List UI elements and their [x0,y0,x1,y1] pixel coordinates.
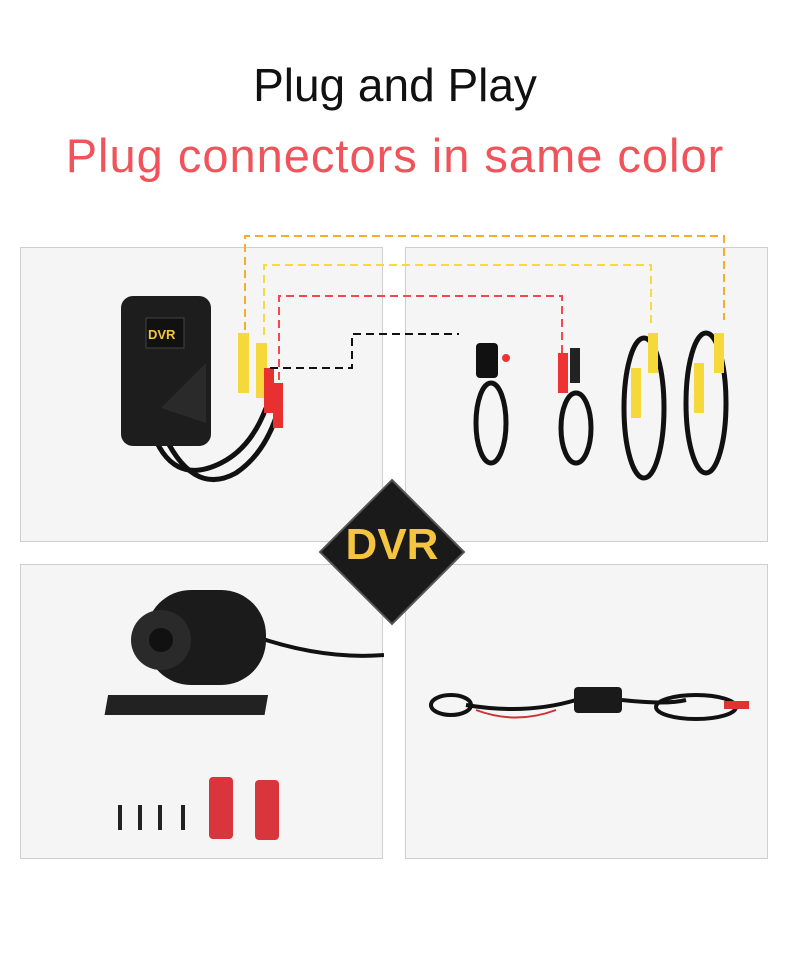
dvr-unit-image: DVR [121,296,283,483]
accessory-cables-image [473,330,729,481]
yellow-connector-line [263,264,652,335]
page-subtitle: Plug connectors in same color [65,129,725,182]
dvr-badge-icon [318,478,466,626]
hardwire-cable-image [429,687,749,721]
panel-hardwire-cable [405,564,768,859]
camera-kit-image [104,590,385,840]
page-title: Plug and Play [253,59,537,111]
orange-connector-line [244,235,725,330]
dvr-label: DVR [148,327,176,342]
panel-camera-kit [20,564,385,859]
panel-dvr-unit: DVR [20,247,383,542]
panel-accessory-cables [405,247,768,542]
red-connector-line [278,295,563,380]
black-connector-line [270,333,459,369]
